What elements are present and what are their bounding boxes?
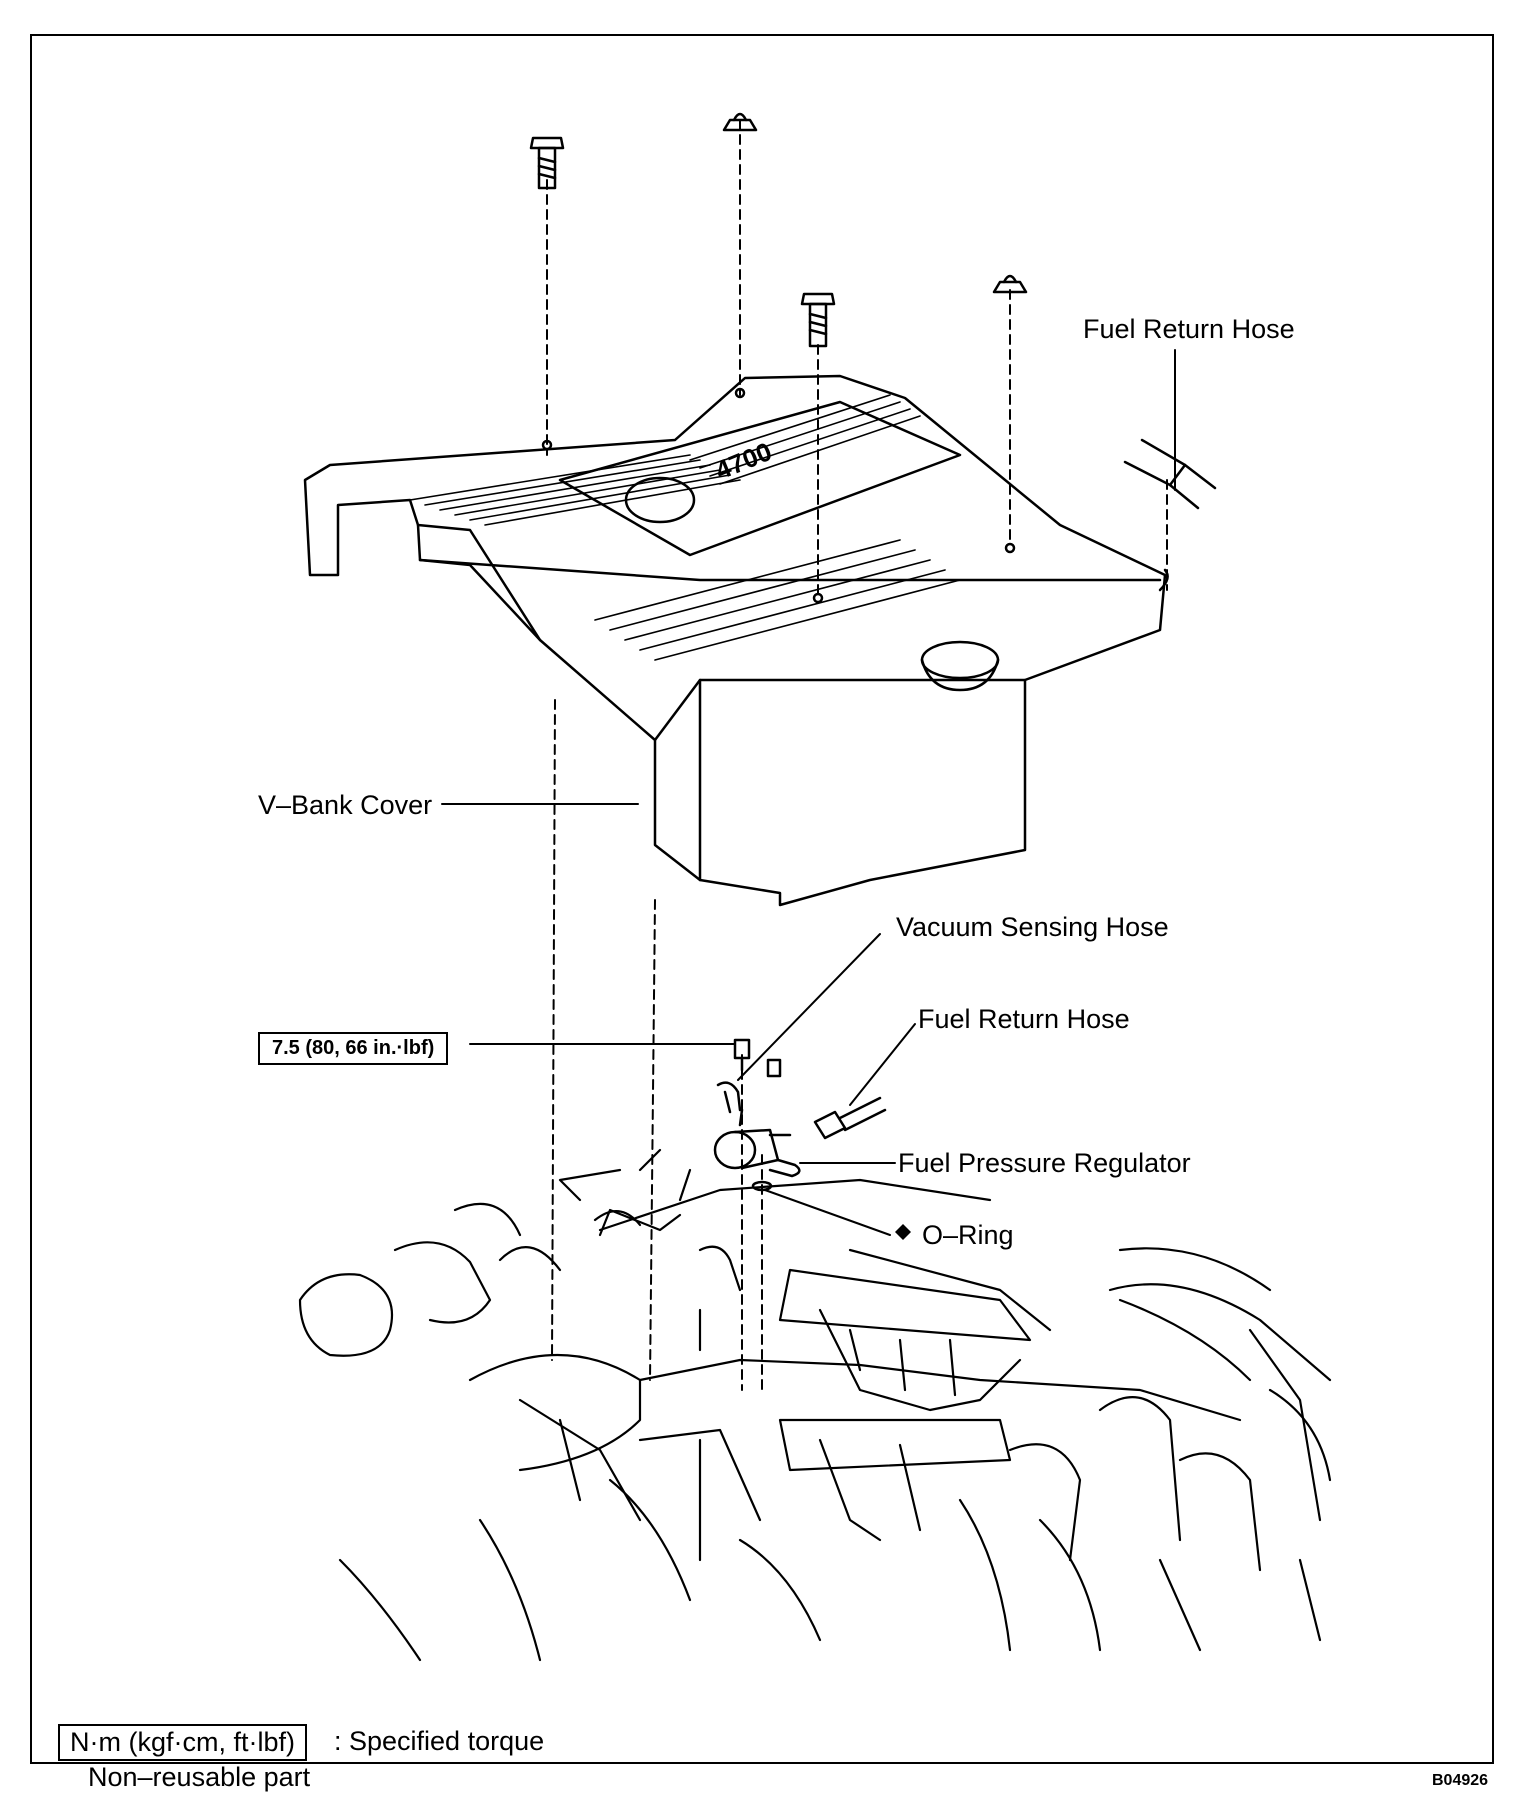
label-o-ring: O–Ring [922,1220,1014,1250]
label-v-bank-cover: V–Bank Cover [258,790,433,820]
bolt-icon [529,136,565,190]
nonreusable-diamond-icon [895,1224,911,1240]
v-bank-cover-shape: 4700 [303,374,1167,907]
cover-badge: 4700 [711,436,776,485]
label-fuel-return-hose-top: Fuel Return Hose [1083,314,1295,344]
assembly-guide-lines [546,119,1168,1396]
label-fuel-pressure-regulator: Fuel Pressure Regulator [898,1148,1191,1178]
bolt-icon [800,292,836,348]
fuel-return-hose-top-shape [1123,438,1217,592]
leader-lines [441,349,1176,1236]
nut-icon [722,112,758,132]
nut-icon [992,274,1028,294]
torque-spec-box: 7.5 (80, 66 in.·lbf) [258,1032,449,1065]
label-fuel-return-hose-lower: Fuel Return Hose [918,1004,1130,1034]
engine-bay-shape [298,1148,1332,1662]
label-vacuum-sensing-hose: Vacuum Sensing Hose [896,912,1169,942]
legend-nonreusable-text: Non–reusable part [88,1762,311,1792]
diagram-frame [30,34,1494,1764]
reference-code: B04926 [1432,1772,1489,1789]
legend-torque-box: N·m (kgf·cm, ft·lbf) [58,1724,307,1762]
fuel-pressure-regulator-shape [713,1038,887,1192]
legend-torque-text: : Specified torque [334,1726,545,1756]
